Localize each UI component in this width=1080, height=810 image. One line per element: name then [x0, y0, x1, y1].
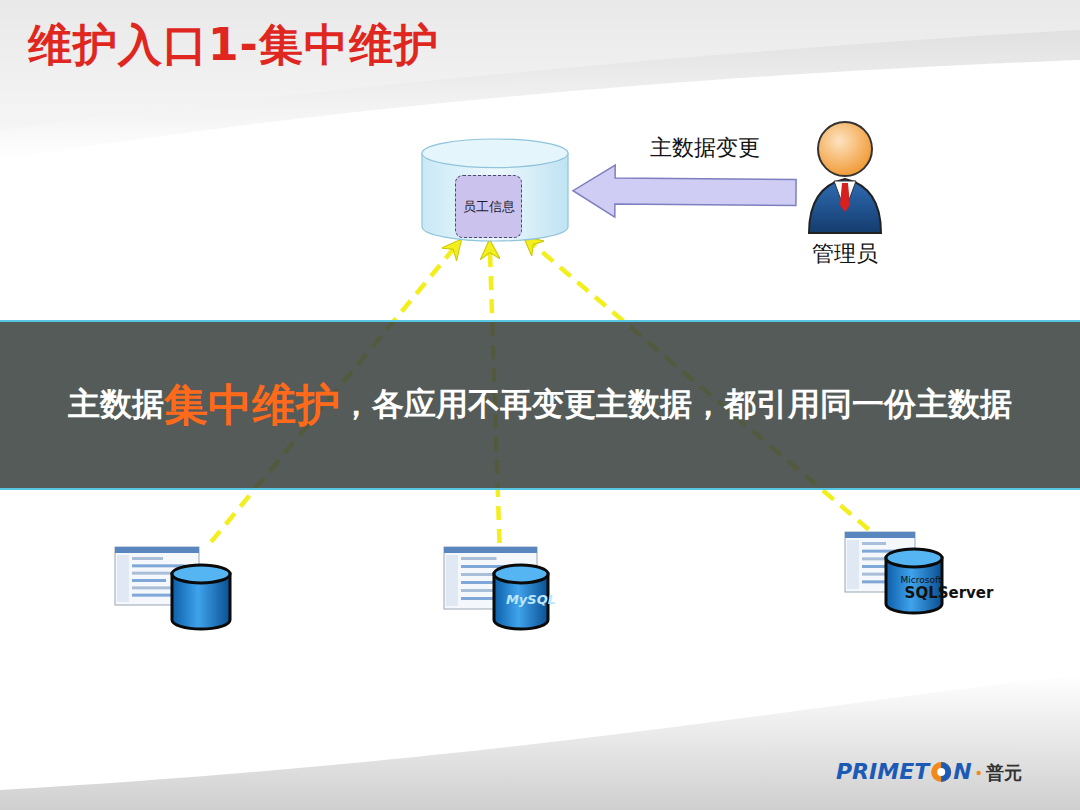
band-text: ，各应用不再变更主数据，都引用同一份主数据	[340, 383, 1012, 427]
database-cylinder	[886, 549, 942, 567]
database-cylinder: 员工信息	[421, 138, 569, 242]
app-screenshot	[444, 547, 537, 553]
person-icon	[809, 122, 881, 233]
app-screenshot	[132, 579, 166, 582]
highlight-text: 集中维护	[164, 376, 340, 435]
app-screenshot	[132, 557, 163, 560]
edge-label: 主数据变更	[648, 133, 762, 163]
app-screenshot	[862, 542, 886, 545]
logo-dot	[976, 771, 980, 775]
top-swoosh-light	[0, 0, 1080, 130]
sqlserver-database: MicrosoftSQLServer	[845, 532, 996, 614]
database-cylinder	[422, 139, 568, 241]
app-screenshot	[461, 557, 497, 560]
person-icon	[800, 115, 890, 235]
person-icon	[834, 181, 856, 211]
brand-wordmark: PRIMET	[836, 761, 929, 783]
brand-wordmark: N	[953, 761, 971, 783]
database-icon	[444, 547, 552, 631]
database-cylinder	[172, 565, 230, 583]
entity-label: 员工信息	[463, 198, 515, 216]
app-screenshot	[862, 565, 888, 568]
band-text: 主数据	[68, 383, 164, 427]
person-icon	[809, 179, 881, 233]
product-logo-text: SQLServer	[905, 586, 994, 601]
slide-title: 维护入口1-集中维护	[28, 16, 439, 75]
app-screenshot	[115, 547, 199, 553]
logo-mark	[937, 768, 945, 776]
company-name: 普元	[986, 764, 1022, 782]
actor-label: 管理员	[812, 239, 878, 269]
app-screenshot	[117, 555, 129, 602]
block-arrow	[573, 165, 796, 217]
bottom-swoosh	[0, 675, 1080, 810]
admin-actor: 管理员	[800, 115, 890, 271]
app-screenshot	[132, 572, 175, 575]
app-screenshot	[845, 532, 915, 538]
person-icon	[818, 122, 872, 176]
logo-mark	[931, 762, 951, 782]
message-band: 主数据集中维护，各应用不再变更主数据，都引用同一份主数据	[0, 320, 1080, 490]
product-logo-text: Microsoft	[901, 576, 942, 585]
database-cylinder	[494, 565, 548, 583]
app-database	[115, 545, 231, 631]
database-icon	[845, 532, 995, 614]
app-screenshot	[446, 555, 458, 606]
app-screenshot	[847, 540, 859, 589]
top-swoosh	[0, 0, 1080, 160]
logo-mark	[931, 762, 951, 782]
database-cylinder	[422, 139, 568, 168]
mysql-database: MySQL	[444, 547, 558, 631]
person-icon	[840, 183, 850, 212]
database-cylinder	[172, 565, 230, 629]
database-cylinder	[886, 549, 942, 613]
database-icon	[115, 545, 231, 631]
data-entity-box: 员工信息	[455, 175, 522, 238]
product-logo-text: MySQL	[506, 593, 556, 606]
app-screenshot	[132, 564, 185, 567]
